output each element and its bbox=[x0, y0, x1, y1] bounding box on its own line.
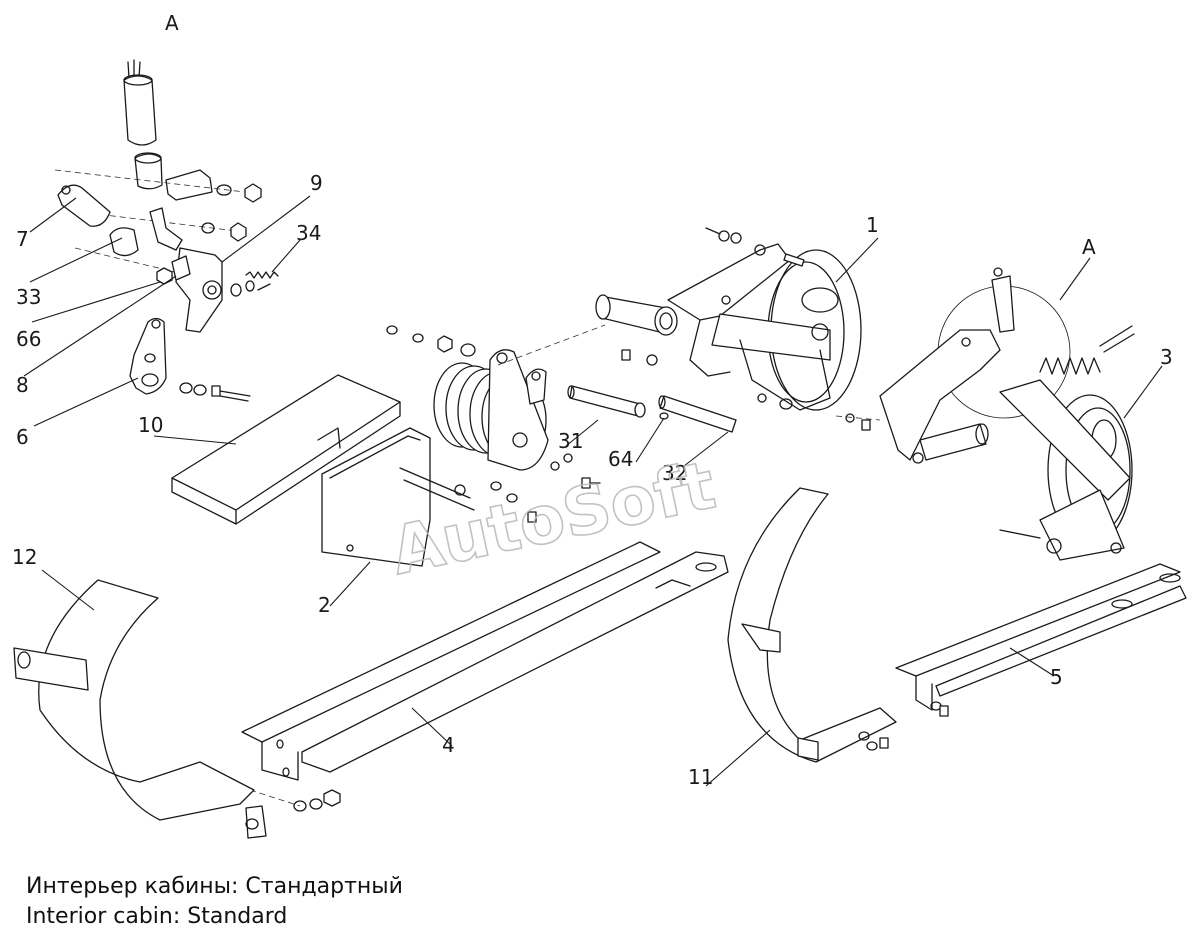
clamp-bracket bbox=[165, 169, 213, 201]
callout-32: 32 bbox=[662, 461, 687, 485]
callout-66: 66 bbox=[16, 327, 41, 351]
callout-9: 9 bbox=[310, 171, 323, 195]
part-7-plug bbox=[57, 184, 111, 227]
caption-en: Interior cabin: Standard bbox=[26, 904, 288, 929]
callout-7: 7 bbox=[16, 227, 29, 251]
callout-10: 10 bbox=[138, 413, 163, 437]
callout-11: 11 bbox=[688, 765, 713, 789]
part-34-spring bbox=[230, 271, 279, 297]
part-33-sleeve bbox=[109, 227, 139, 257]
callout-1: 1 bbox=[866, 213, 879, 237]
callout-34: 34 bbox=[296, 221, 321, 245]
detail-a-group: A bbox=[54, 11, 279, 402]
view-a-right-label: A bbox=[1082, 235, 1096, 259]
part-1-pedal-assembly bbox=[595, 227, 881, 431]
part-66-nut bbox=[156, 267, 173, 285]
part-2-drum-assembly bbox=[321, 324, 606, 567]
callout-3: 3 bbox=[1160, 345, 1173, 369]
part-11-guard bbox=[727, 487, 897, 763]
part-5-rail bbox=[895, 563, 1187, 717]
caption-ru: Интерьер кабины: Стандартный bbox=[26, 874, 403, 899]
sensor-cylinder bbox=[123, 59, 157, 146]
part-4-rail bbox=[241, 541, 729, 812]
return-spring bbox=[1039, 325, 1135, 375]
part-6-lever bbox=[129, 317, 167, 395]
second-clamp bbox=[149, 207, 183, 251]
callout-31: 31 bbox=[558, 429, 583, 453]
sleeve bbox=[134, 153, 163, 190]
part-3-assembly bbox=[879, 267, 1135, 561]
view-a-top-label: A bbox=[165, 11, 179, 35]
callout-33: 33 bbox=[16, 285, 41, 309]
shaft-parts bbox=[550, 385, 737, 489]
callout-8: 8 bbox=[16, 373, 29, 397]
callout-4: 4 bbox=[442, 733, 455, 757]
callout-64: 64 bbox=[608, 447, 633, 471]
callout-labels: 1 2 3 4 5 6 7 8 9 10 11 12 31 32 33 34 6… bbox=[12, 171, 1173, 789]
callout-2: 2 bbox=[318, 593, 331, 617]
leader-lines bbox=[23, 195, 1163, 787]
part-10-plate bbox=[171, 374, 401, 525]
callout-6: 6 bbox=[16, 425, 29, 449]
part-12-guard bbox=[13, 579, 267, 839]
callout-5: 5 bbox=[1050, 665, 1063, 689]
callout-12: 12 bbox=[12, 545, 37, 569]
part-9-plate bbox=[171, 247, 223, 333]
